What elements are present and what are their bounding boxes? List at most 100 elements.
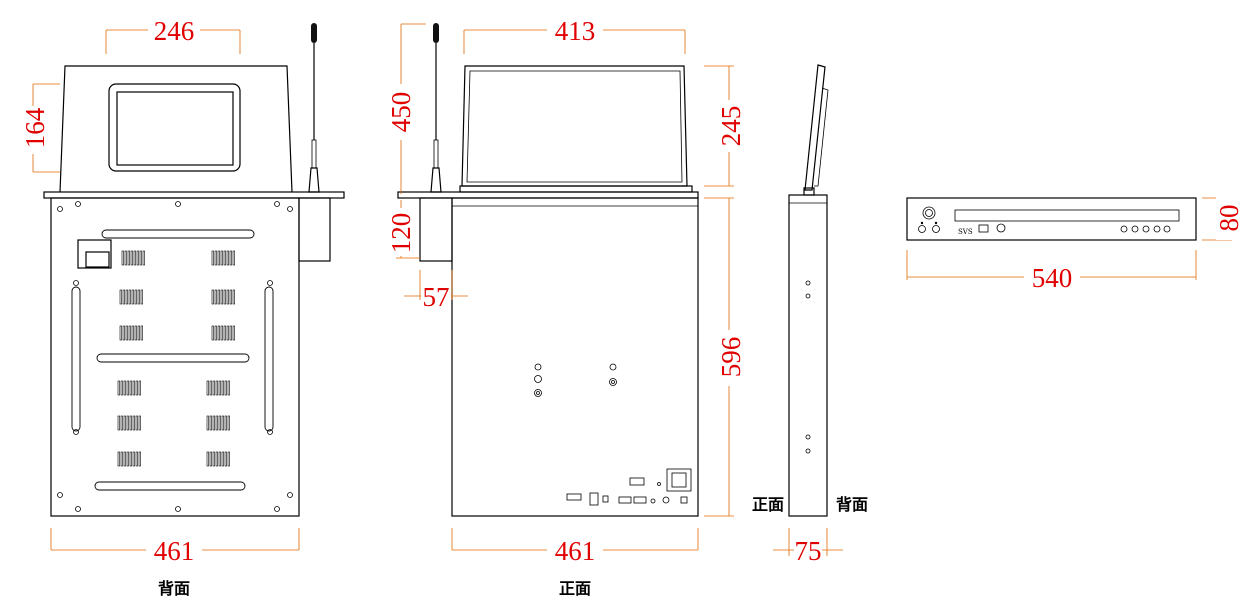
vent-slit	[122, 289, 125, 305]
vent-slit	[227, 415, 230, 431]
front-dimensions: 413 450 120 57 245 596 461 正面	[386, 16, 746, 598]
front-body	[451, 197, 699, 517]
vent-slit	[124, 250, 127, 266]
vent-slit	[215, 415, 218, 431]
dim-front-side-depth: 57	[423, 282, 450, 312]
vent-slit	[120, 380, 123, 396]
vent-slit	[226, 325, 229, 341]
vent-slit	[128, 325, 131, 341]
vent-slit	[117, 451, 120, 467]
back-microphone	[308, 23, 320, 193]
vent-slit	[206, 380, 209, 396]
vent-slit	[133, 250, 136, 266]
back-screen-housing	[59, 65, 293, 193]
vent-slit	[221, 380, 224, 396]
vent-slit	[134, 289, 137, 305]
vent-slit	[132, 451, 135, 467]
vent-slit	[129, 380, 132, 396]
front-connector-panel	[566, 468, 692, 506]
vent-slit	[223, 250, 226, 266]
vent-slit	[220, 250, 223, 266]
vent-slit	[209, 415, 212, 431]
panel-controls	[918, 206, 1171, 233]
vent-slit	[123, 415, 126, 431]
front-mount-holes	[534, 363, 617, 397]
panel-body	[906, 197, 1197, 241]
vent-slit	[140, 325, 143, 341]
vent-slit	[132, 415, 135, 431]
vent-slit	[135, 451, 138, 467]
vent-slit	[142, 250, 145, 266]
vent-slit	[224, 415, 227, 431]
vent-slit	[137, 289, 140, 305]
label-side-front: 正面	[752, 495, 784, 514]
panel-dimensions: 80 540	[906, 196, 1246, 293]
vent-slit	[120, 415, 123, 431]
vent-slit	[214, 289, 217, 305]
label-back-view: 背面	[158, 579, 190, 598]
vent-slit	[127, 250, 130, 266]
label-front-view: 正面	[559, 579, 591, 598]
vent-slit	[126, 415, 129, 431]
vent-slit	[214, 325, 217, 341]
vent-slit	[211, 250, 214, 266]
side-body	[788, 194, 828, 517]
dim-panel-height: 80	[1214, 205, 1244, 232]
vent-slit	[117, 380, 120, 396]
vent-slit	[227, 380, 230, 396]
back-dimensions: 246 164 461 背面	[20, 16, 300, 598]
vent-slit	[132, 380, 135, 396]
front-side-box	[419, 197, 453, 262]
vent-slit	[223, 289, 226, 305]
vent-slit	[136, 250, 139, 266]
vent-slit	[226, 289, 229, 305]
vent-slit	[229, 325, 232, 341]
vent-slit	[218, 415, 221, 431]
vent-slit	[220, 325, 223, 341]
vent-slit	[232, 250, 235, 266]
dim-front-mic-height: 450	[386, 92, 416, 133]
side-view: 正面 背面 75	[752, 64, 868, 566]
vent-slit	[119, 325, 122, 341]
back-vent-groups	[117, 250, 235, 467]
dim-back-width: 461	[154, 536, 195, 566]
vent-slit	[211, 289, 214, 305]
vent-slit	[138, 380, 141, 396]
side-screen	[804, 64, 826, 191]
vent-slit	[232, 289, 235, 305]
vent-slit	[119, 289, 122, 305]
vent-slit	[125, 325, 128, 341]
back-screen-panel	[116, 91, 234, 166]
vent-slit	[223, 325, 226, 341]
panel-brand: SVS	[958, 228, 973, 236]
front-view	[397, 23, 699, 517]
dim-front-body-height: 596	[716, 337, 746, 378]
vent-slit	[209, 380, 212, 396]
vent-slit	[215, 380, 218, 396]
vent-slit	[206, 451, 209, 467]
dim-panel-width: 540	[1032, 263, 1073, 293]
dim-back-screen-height: 164	[20, 107, 50, 148]
vent-slit	[120, 451, 123, 467]
vent-slit	[227, 451, 230, 467]
dim-front-width: 461	[555, 536, 596, 566]
vent-slit	[217, 289, 220, 305]
back-side-box	[298, 197, 331, 262]
dim-front-screen-width: 413	[555, 16, 596, 46]
vent-slit	[218, 451, 221, 467]
dim-front-base-height: 120	[386, 213, 416, 254]
vent-slit	[224, 451, 227, 467]
back-screen-bezel	[108, 83, 241, 172]
vent-slit	[138, 451, 141, 467]
dim-back-top-width: 246	[154, 16, 195, 46]
back-connector	[77, 239, 112, 269]
vent-slit	[211, 325, 214, 341]
vent-slit	[122, 325, 125, 341]
vent-slit	[226, 250, 229, 266]
vent-slit	[135, 380, 138, 396]
vent-slit	[229, 289, 232, 305]
vent-slit	[229, 250, 232, 266]
front-screen	[461, 65, 688, 187]
front-microphone	[430, 23, 442, 193]
